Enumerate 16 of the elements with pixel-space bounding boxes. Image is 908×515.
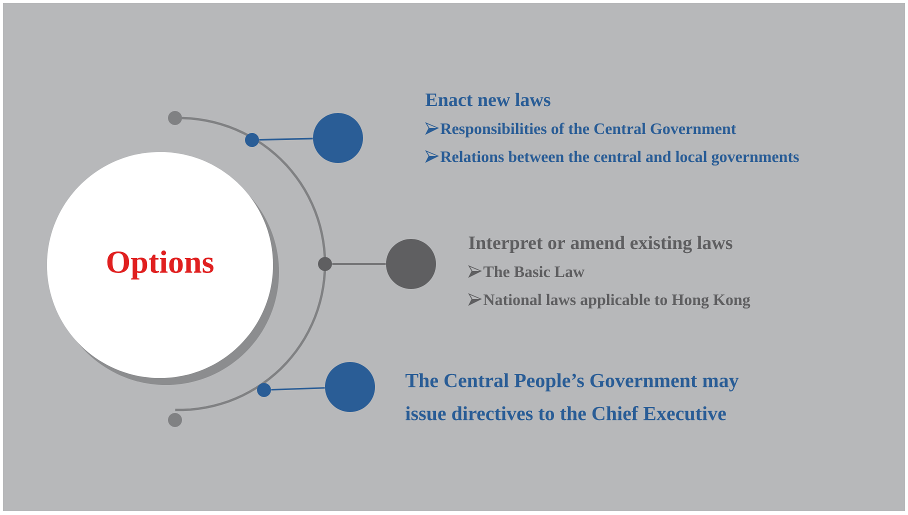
bullet-text: The Basic Law: [483, 266, 584, 278]
heading: Enact new laws: [426, 92, 550, 106]
dot: [257, 383, 271, 397]
bullet-text: Responsibilities of the Central Government: [440, 122, 736, 138]
heading: Interpret or amend existing laws: [468, 236, 732, 254]
dot: [245, 133, 259, 147]
connector-line: [259, 138, 313, 141]
connector-line: [271, 387, 325, 391]
circle-marker: [325, 362, 375, 412]
circle-marker: [386, 239, 436, 289]
bullet-text: Relations between the central and local governments: [440, 150, 799, 166]
dot: [318, 257, 332, 271]
bullet-text: National laws applicable to Hong Kong: [484, 294, 750, 309]
connector-line: [332, 263, 386, 265]
circle-marker: [313, 113, 363, 163]
caption-text: The Central People’s Government may issue directives to the Chief Executive: [406, 373, 739, 420]
